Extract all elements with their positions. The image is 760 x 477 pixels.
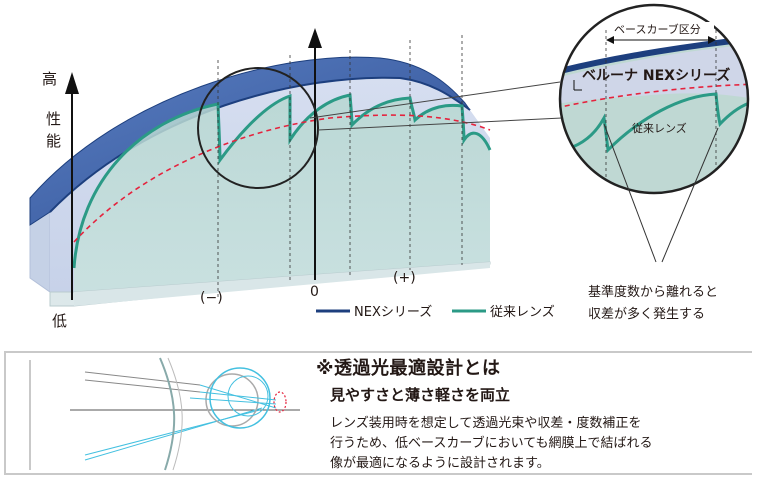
annotation-pointer-2 [661, 127, 719, 263]
note-body-line-1: レンズ装用時を想定して透過光束や収差・度数補正を [330, 416, 642, 431]
x-label-plus: (+) [393, 270, 416, 286]
note-title: ※透過光最適設計とは [316, 358, 501, 379]
annotation-pointer-1 [603, 123, 657, 263]
note-box [4, 351, 752, 475]
guide-lines [217, 35, 463, 300]
zoom-nex-label: ベルーナ NEXシリーズ [582, 67, 730, 84]
main-chart: 高 性 能 低 (−) 0 (+) NEXシリーズ 従来レンズ [29, 28, 563, 330]
annotation-line-1: 基準度数から離れると [588, 284, 718, 300]
note-body: レンズ装用時を想定して透過光束や収差・度数補正を 行うため、低ベースカーブにおい… [330, 414, 730, 474]
zero-axis-arrow [308, 28, 322, 48]
note-body-line-3: 像が最適になるように設計されます。 [330, 456, 550, 471]
note-subtitle: 見やすさと薄さ軽さを両立 [330, 386, 511, 404]
eye-illustration [29, 357, 300, 471]
zoom-conventional-label: 従来レンズ [632, 121, 687, 135]
zoom-view: ベースカーブ区分 ベルーナ NEXシリーズ 従来レンズ [558, 3, 750, 195]
block-front-bottom [74, 262, 490, 306]
dashed-curve [73, 114, 491, 243]
y-label-high: 高 [42, 70, 57, 88]
magnifier-circle [197, 67, 319, 189]
y-label-perf-1: 性 [46, 110, 61, 128]
legend-nex-label: NEXシリーズ [354, 304, 432, 320]
magnifier-connector-bottom [317, 117, 563, 131]
y-label-low: 低 [52, 312, 67, 330]
x-label-zero: 0 [310, 284, 319, 300]
legend-conventional-label: 従来レンズ [490, 304, 555, 320]
y-axis-arrow [65, 72, 79, 94]
x-label-minus: (−) [200, 290, 223, 306]
note-body-line-2: 行うため、低ベースカーブにおいても網膜上で結ばれる [330, 436, 653, 451]
annotation-line-2: 収差が多く発生する [588, 306, 705, 322]
magnifier-connector-top [309, 81, 561, 119]
zoom-base-curve-label: ベースカーブ区分 [614, 22, 701, 36]
y-label-perf-2: 能 [46, 132, 61, 150]
conventional-fill [74, 95, 490, 292]
